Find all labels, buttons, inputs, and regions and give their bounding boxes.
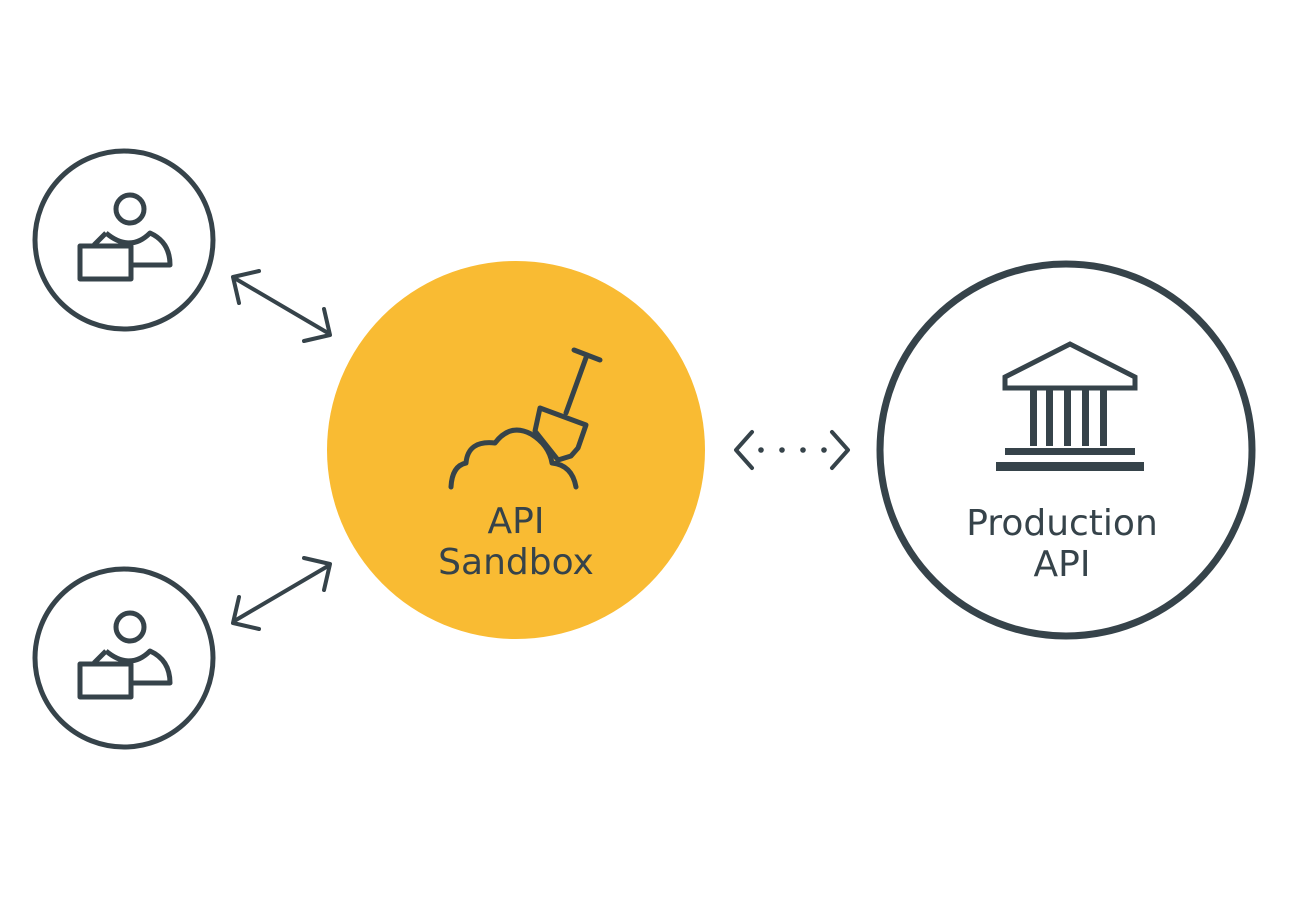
production-label-line2: API	[1034, 544, 1091, 585]
sandbox-label-line2: Sandbox	[438, 542, 594, 583]
shovel-sand-icon	[448, 347, 603, 490]
developer-laptop-icon	[77, 192, 173, 282]
sandbox-label-line1: API	[488, 501, 545, 542]
developer-node-bottom	[32, 566, 216, 750]
arrow-developer-bottom-sandbox	[231, 556, 332, 631]
production-label-line1: Production	[966, 503, 1158, 544]
developer-node-top-circle	[32, 148, 216, 332]
bank-building-icon	[996, 341, 1144, 471]
production-node: Production API	[876, 260, 1256, 640]
sandbox-node-circle	[327, 261, 705, 639]
sandbox-node: API Sandbox	[327, 261, 705, 639]
arrow-developer-top-sandbox	[231, 269, 332, 343]
developer-node-top	[32, 148, 216, 332]
developer-node-bottom-circle	[32, 566, 216, 750]
arrow-sandbox-production	[734, 430, 850, 470]
production-node-circle	[876, 260, 1256, 640]
developer-laptop-icon	[77, 610, 173, 700]
dotted-connector	[758, 447, 827, 453]
